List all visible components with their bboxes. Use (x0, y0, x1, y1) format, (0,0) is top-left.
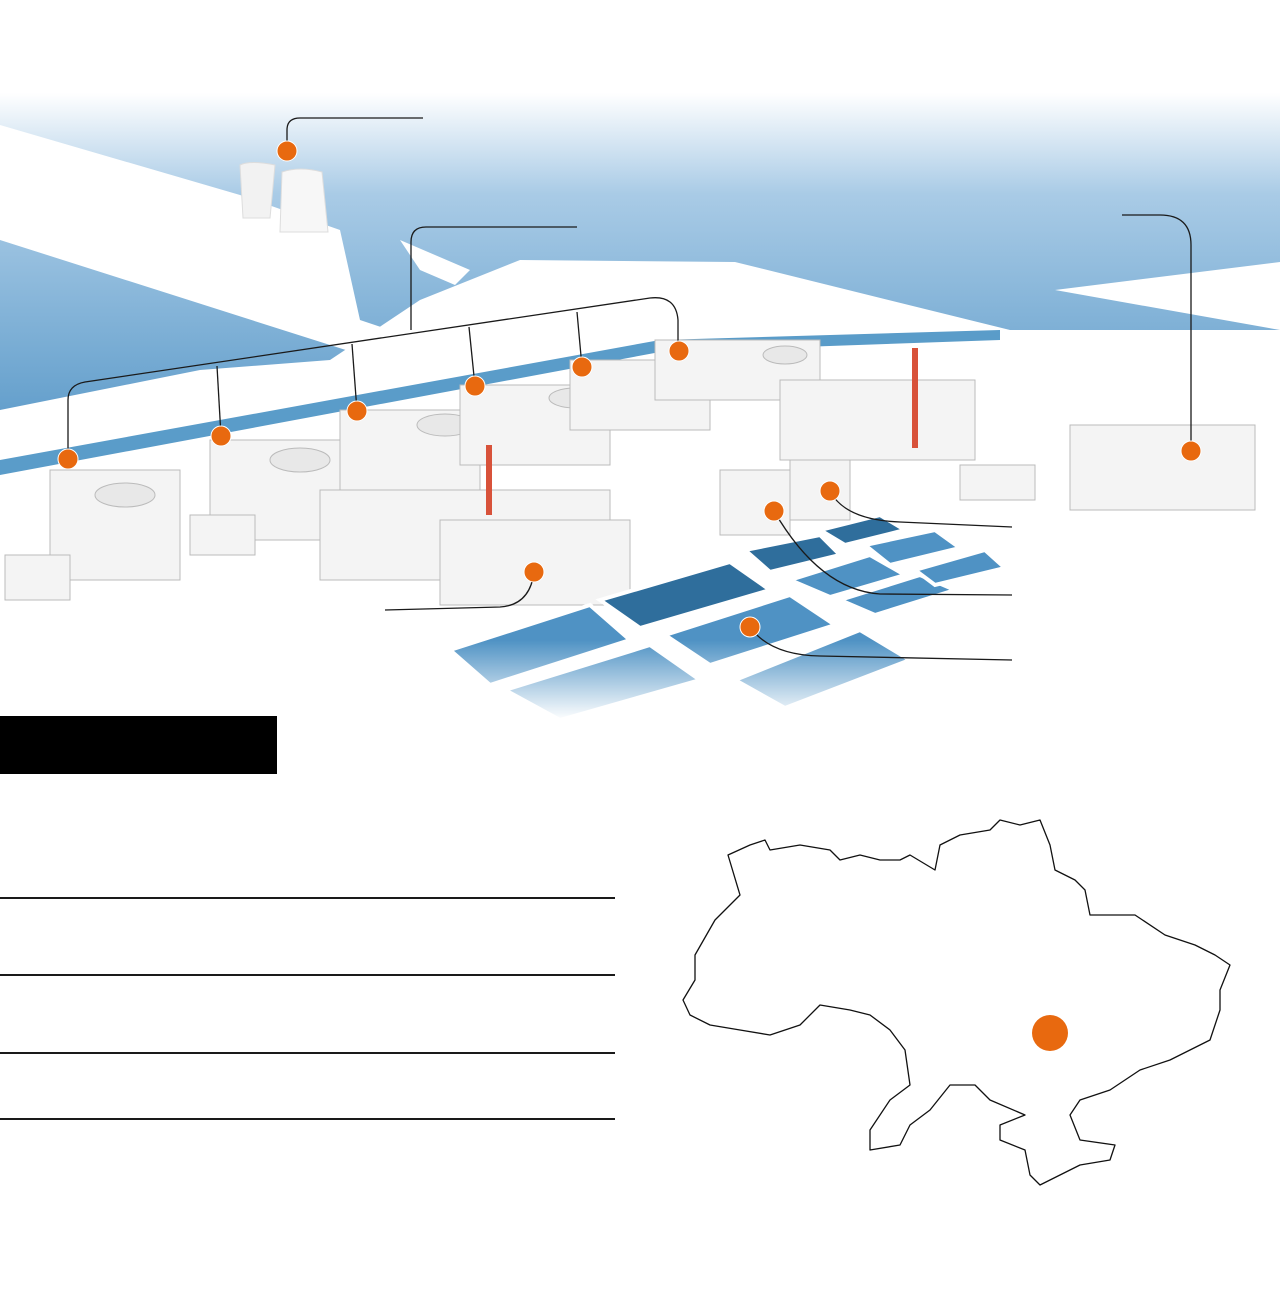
plant-location-marker (1032, 1015, 1068, 1051)
marker-unit-2[interactable] (210, 425, 232, 447)
dam-causeway (0, 125, 480, 380)
marker-switchyard[interactable] (1180, 440, 1202, 462)
marker-spray-ponds[interactable] (739, 616, 761, 638)
marker-unit-3[interactable] (346, 400, 368, 422)
reactor-units (4, 339, 1256, 606)
marker-unit-6[interactable] (668, 340, 690, 362)
divider (0, 897, 615, 899)
far-peninsula (1055, 262, 1280, 330)
marker-unit-5[interactable] (571, 356, 593, 378)
divider (0, 1118, 615, 1120)
marker-building-a[interactable] (819, 480, 841, 502)
ukraine-map (682, 819, 1231, 1186)
chimneys (486, 348, 918, 515)
marker-unit-1[interactable] (57, 448, 79, 470)
marker-turbine-hall[interactable] (523, 561, 545, 583)
title-block (0, 716, 277, 774)
marker-unit-4[interactable] (464, 375, 486, 397)
country-outline (682, 819, 1231, 1186)
marker-cooling-towers[interactable] (276, 140, 298, 162)
divider (0, 1052, 615, 1054)
land-mass (0, 260, 1280, 720)
cooling-towers (239, 162, 329, 233)
power-plant-illustration (0, 40, 1280, 720)
marker-building-b[interactable] (763, 500, 785, 522)
hotspot-markers[interactable] (57, 140, 1202, 638)
divider (0, 974, 615, 976)
